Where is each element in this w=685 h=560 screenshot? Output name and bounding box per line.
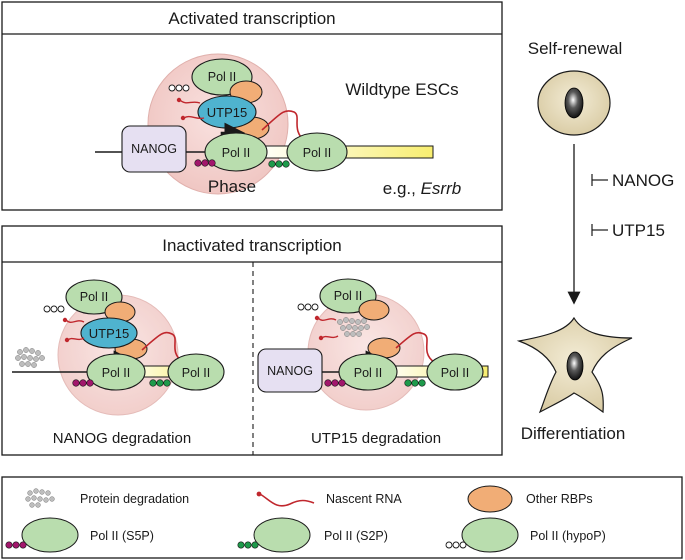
self-renewal-label: Self-renewal xyxy=(528,39,623,58)
legend-label: Pol II (S2P) xyxy=(324,529,388,543)
inhibitor-utp15-label: UTP15 xyxy=(612,221,665,240)
rbp-icon xyxy=(467,485,513,513)
nanog-protein xyxy=(121,125,187,173)
utp15-label: UTP15 xyxy=(89,326,129,341)
pol2-s5p xyxy=(86,353,146,391)
legend-item-nascent-rna: Nascent RNA xyxy=(256,491,402,507)
legend-label: Protein degradation xyxy=(80,492,189,506)
legend-label: Pol II (hypoP) xyxy=(530,529,606,543)
phase-label: Phase xyxy=(208,177,256,196)
s2p-dots xyxy=(404,379,426,387)
pol2-label: Pol II xyxy=(102,366,131,380)
example-gene-label: e.g., Esrrb xyxy=(383,179,461,198)
inactivated-panel: Inactivated transcription Pol II UTP15 xyxy=(1,225,503,456)
protein-degradation-dots xyxy=(337,317,370,337)
rna-tail-group xyxy=(62,317,85,343)
hypop-dots xyxy=(297,303,319,311)
protein-degradation-dots xyxy=(15,347,45,368)
s5p-dots xyxy=(324,379,346,387)
nucleus-icon xyxy=(564,87,584,119)
legend: Protein degradation Nascent RNA Other RB… xyxy=(1,476,683,559)
hypop-dots xyxy=(43,305,65,313)
rna-tail-group xyxy=(314,315,339,341)
nascent-rna-icon xyxy=(259,493,315,507)
legend-item-protein-degradation: Protein degradation xyxy=(25,488,189,508)
utp15-degradation-caption: UTP15 degradation xyxy=(311,430,441,447)
hypop-dots xyxy=(168,84,190,92)
condition-label: Wildtype ESCs xyxy=(345,80,458,99)
inhibition-utp15: UTP15 xyxy=(591,221,665,240)
utp15-protein xyxy=(80,317,138,349)
pol2-s2p-icon xyxy=(253,517,311,553)
activated-panel: Activated transcription NANOG Pol II UTP… xyxy=(1,1,503,211)
nascent-rna xyxy=(395,331,435,363)
nanog-label: NANOG xyxy=(267,364,313,378)
legend-label: Nascent RNA xyxy=(326,492,402,506)
rbp-blob xyxy=(358,299,390,321)
pol2-s5p xyxy=(338,353,398,391)
degradation-dots-icon xyxy=(25,488,55,508)
s2p-dots xyxy=(149,379,171,387)
nanog-degradation-caption: NANOG degradation xyxy=(53,430,191,447)
nanog-protein xyxy=(257,348,323,393)
s5p-dots xyxy=(72,379,94,387)
nascent-rna xyxy=(141,331,184,363)
pol2-label: Pol II xyxy=(441,366,470,380)
pol2-label: Pol II xyxy=(334,289,363,303)
nucleus-icon xyxy=(566,351,584,381)
nascent-rna xyxy=(261,110,307,143)
activated-title: Activated transcription xyxy=(168,9,335,28)
legend-item-other-rbps: Other RBPs xyxy=(467,485,593,513)
legend-label: Pol II (S5P) xyxy=(90,529,154,543)
pol2-label: Pol II xyxy=(182,366,211,380)
pol2-label: Pol II xyxy=(303,146,332,160)
inactivated-title: Inactivated transcription xyxy=(162,236,342,255)
s2p-dots xyxy=(268,160,290,168)
pol2-label: Pol II xyxy=(208,70,237,84)
pol2-label: Pol II xyxy=(354,366,383,380)
legend-item-pol2-hypop: Pol II (hypoP) xyxy=(445,517,606,553)
legend-label: Other RBPs xyxy=(526,492,593,506)
utp15-degradation-scene: NANOG Pol II Pol II xyxy=(257,278,489,447)
rna-tail-group xyxy=(176,97,205,121)
pol2-s2p xyxy=(167,353,225,391)
inhibition-nanog: NANOG xyxy=(591,171,674,190)
inhibitor-nanog-label: NANOG xyxy=(612,171,674,190)
differentiation-label: Differentiation xyxy=(521,424,626,443)
pol2-hypop-icon xyxy=(461,517,519,553)
pol2-s2p xyxy=(426,353,484,391)
nanog-degradation-scene: Pol II UTP15 Pol II Pol II xyxy=(12,279,225,447)
legend-item-pol2-s2p: Pol II (S2P) xyxy=(237,517,388,553)
utp15-label: UTP15 xyxy=(207,105,247,120)
pol2-s5p xyxy=(204,132,268,172)
legend-item-pol2-s5p: Pol II (S5P) xyxy=(5,517,154,553)
cell-fate-panel: Self-renewal NANOG UTP15 Differentiation xyxy=(516,39,674,443)
pol2-label: Pol II xyxy=(222,146,251,160)
pol2-s2p xyxy=(286,132,348,172)
nanog-label: NANOG xyxy=(131,142,177,156)
pol2-s5p-icon xyxy=(21,517,79,553)
s5p-dots xyxy=(194,159,216,167)
pol2-label: Pol II xyxy=(80,290,109,304)
